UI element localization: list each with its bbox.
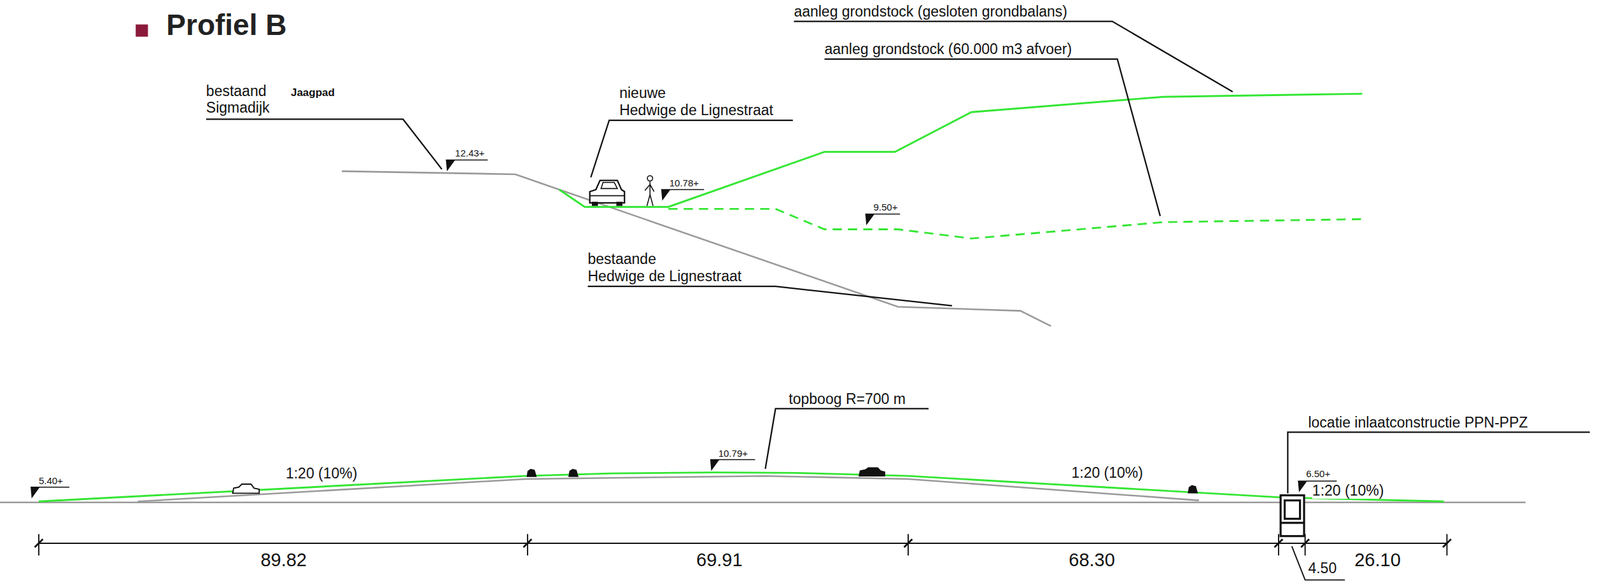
elevation-label: 9.50+: [873, 201, 898, 213]
slope-label: 1:20 (10%): [1071, 464, 1144, 482]
elevation-triangle: [446, 160, 456, 172]
elevation-line: [710, 459, 756, 461]
car-symbol: [232, 484, 260, 494]
elevation-triangle: [710, 460, 720, 472]
car-symbol: [859, 467, 885, 477]
line-spacer: [268, 82, 273, 100]
callout-label: bestaand Sigmadijk: [206, 82, 270, 116]
structure-opening: [1284, 500, 1301, 520]
car-body: [589, 180, 625, 204]
car-line: [589, 195, 625, 197]
elevation-line: [865, 213, 901, 216]
callout-label: locatie inlaatconstructie PPN-PPZ: [1307, 414, 1528, 431]
path-label: Jaagpad: [290, 86, 335, 100]
elevation-label: 10.79+: [718, 448, 748, 459]
elevation-marker: [30, 487, 70, 499]
slope-label: 1:20 (10%): [1071, 464, 1144, 482]
elevation-triangle: [865, 213, 875, 226]
leader-line: [824, 59, 1160, 217]
bike-symbol: [1187, 485, 1198, 494]
line-spacer: [658, 250, 744, 268]
new-road: [38, 472, 1445, 503]
leader-line: [588, 286, 953, 306]
bike-symbol: [568, 469, 579, 478]
elevation-marker: [710, 460, 756, 472]
pedestrian-body: [644, 181, 654, 206]
leader-line: [590, 120, 793, 178]
inlet-structure: [1280, 495, 1305, 537]
dimension-value: 68.30: [1068, 549, 1116, 571]
car-wheel: [616, 201, 623, 206]
dimension-value: 4.50: [1307, 560, 1337, 577]
leader-line: [1291, 546, 1345, 581]
slope-label: 1:20 (10%): [1312, 482, 1385, 499]
elevation-label: 5.40+: [38, 475, 64, 487]
dimension-slash: [35, 539, 1452, 548]
callout-label: topboog R=700 m: [788, 390, 906, 408]
structure-outline: [1280, 495, 1305, 537]
elevation-triangle: [30, 487, 40, 499]
elevation-label: 12.43+: [455, 147, 485, 159]
callout-label: aanleg grondstock (gesloten grondbalans): [793, 3, 1068, 20]
dimension-value: 69.91: [696, 549, 743, 571]
dimension-axis: [38, 542, 1448, 545]
dimension-value: 69.91: [696, 549, 743, 571]
callout-label: topboog R=700 m: [788, 390, 906, 408]
slope-label: 1:20 (10%): [285, 465, 358, 482]
leader-line: [206, 119, 442, 170]
callout-label: nieuwe Hedwige de Lignestraat: [619, 84, 776, 119]
line-spacer: [667, 84, 776, 102]
callout-label: locatie inlaatconstructie PPN-PPZ: [1307, 414, 1528, 431]
title-bullet: [135, 24, 148, 37]
elevation-triangle: [1297, 481, 1307, 493]
alternative-terrain: [668, 208, 1362, 239]
callout-label: bestaande Hedwige de Lignestraat: [588, 250, 745, 285]
elevation-label: 10.78+: [669, 177, 699, 189]
car-symbol: [589, 180, 625, 207]
elevation-line: [1297, 480, 1337, 482]
callout-label: aanleg grondstock (60.000 m3 afvoer): [824, 40, 1072, 58]
structure-line: [1280, 521, 1305, 524]
elevation-label: 12.43+: [455, 147, 485, 159]
dimension-value: 68.30: [1068, 549, 1116, 571]
elevation-line: [446, 159, 489, 162]
callout-label: bestaande Hedwige de Lignestraat: [588, 250, 743, 284]
pedestrian-symbol: [644, 175, 654, 206]
elevation-label: 10.78+: [669, 177, 699, 189]
slide-title: Profiel B: [166, 8, 287, 43]
elevation-marker: [865, 213, 901, 226]
elevation-label: 6.50+: [1305, 468, 1331, 480]
leader-line: [793, 21, 1233, 93]
existing-terrain: [341, 171, 1051, 327]
path-label: Jaagpad: [290, 86, 335, 99]
callout-label: nieuwe Hedwige de Lignestraat: [619, 84, 774, 118]
dimension-value: 89.82: [260, 549, 307, 571]
elevation-label: 5.40+: [38, 475, 64, 487]
pedestrian-head: [647, 175, 653, 181]
callout-label: aanleg grondstock (60.000 m3 afvoer): [824, 40, 1072, 58]
dimension-value: 26.10: [1354, 549, 1401, 571]
elevation-label: 6.50+: [1305, 468, 1331, 480]
car-window: [600, 182, 618, 190]
dimension-value: 89.82: [260, 549, 307, 571]
elevation-line: [30, 486, 70, 489]
dimension-value: 4.50: [1307, 560, 1337, 577]
elevation-marker: [661, 189, 704, 202]
elevation-line: [661, 189, 704, 191]
leader-line: [764, 408, 929, 470]
elevation-triangle: [661, 189, 671, 202]
callout-label: aanleg grondstock (gesloten grondbalans): [793, 3, 1068, 20]
elevation-marker: [446, 160, 489, 172]
slope-label: 1:20 (10%): [285, 465, 358, 482]
elevation-label: 10.79+: [718, 448, 748, 459]
slope-label: 1:20 (10%): [1312, 482, 1385, 499]
elevation-label: 9.50+: [873, 201, 898, 213]
dimension-value: 26.10: [1354, 549, 1401, 571]
car-wheel: [591, 201, 599, 206]
dimension-line: [35, 533, 1452, 580]
bike-symbol: [526, 469, 537, 478]
callout-label: bestaand Sigmadijk: [206, 82, 273, 117]
